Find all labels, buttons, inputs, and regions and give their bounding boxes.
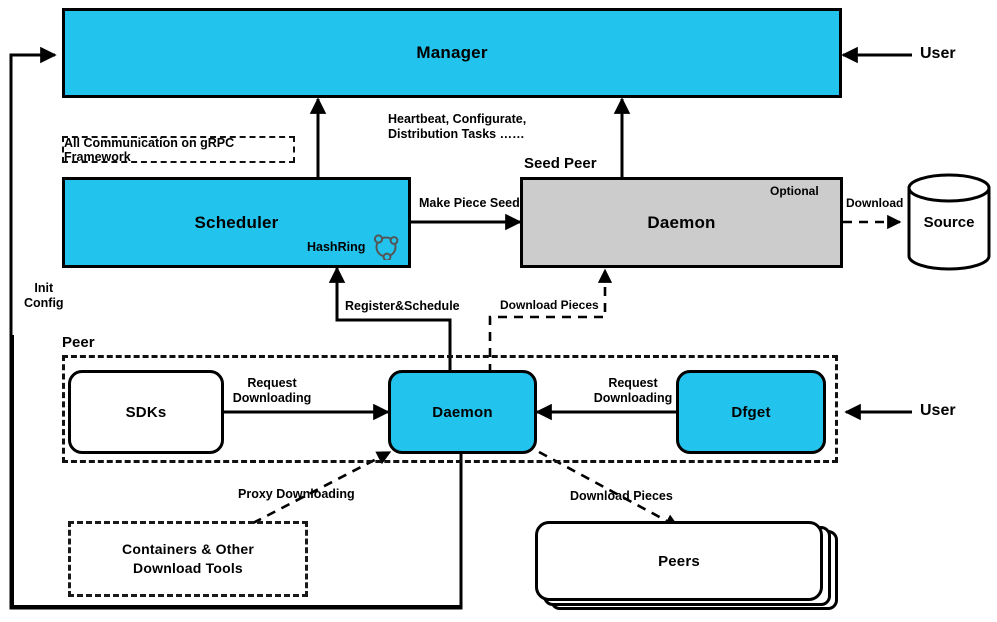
database-cylinder-icon — [907, 173, 991, 271]
init-config-rail — [11, 335, 461, 608]
node-peer-daemon-label: Daemon — [432, 403, 493, 421]
label-init-config: Init Config — [24, 281, 64, 311]
label-download-pieces-peers: Download Pieces — [570, 489, 673, 503]
node-peers[interactable]: Peers — [535, 521, 823, 601]
node-sdks-label: SDKs — [125, 403, 167, 421]
label-download-pieces-seedpeer: Download Pieces — [500, 298, 599, 312]
edge-download-pieces-seedpeer — [488, 268, 613, 373]
label-user-top: User — [920, 45, 956, 62]
optional-badge: Optional — [770, 184, 819, 198]
node-peers-label: Peers — [658, 552, 700, 570]
node-manager-label: Manager — [416, 43, 488, 62]
node-manager[interactable]: Manager — [62, 8, 842, 98]
node-source-label: Source — [923, 213, 975, 231]
label-register-schedule: Register&Schedule — [345, 299, 460, 313]
edge-proxy-downloading — [252, 450, 392, 525]
edge-init-config — [9, 46, 463, 610]
peer-group-label: Peer — [62, 334, 95, 351]
node-sdks[interactable]: SDKs — [68, 370, 224, 454]
label-proxy-downloading: Proxy Downloading — [238, 487, 355, 501]
node-scheduler[interactable]: Scheduler — [62, 177, 411, 268]
label-request-downloading-left: Request Downloading — [232, 376, 312, 406]
peer-group-frame — [62, 355, 838, 463]
node-containers-download-tools[interactable]: Containers & Other Download Tools — [68, 521, 308, 597]
label-download: Download — [846, 196, 904, 210]
node-dfget[interactable]: Dfget — [676, 370, 826, 454]
hashring-badge-label: HashRing — [307, 239, 366, 254]
label-user-right: User — [920, 402, 956, 419]
node-seed-peer-daemon[interactable]: Daemon — [520, 177, 843, 268]
node-peer-daemon[interactable]: Daemon — [388, 370, 537, 454]
edge-download-pieces-peers — [538, 450, 680, 529]
node-dfget-label: Dfget — [731, 403, 771, 421]
node-seed-peer-daemon-label: Daemon — [647, 212, 716, 232]
grpc-framework-note-label: All Communication on gRPC Framework — [64, 135, 235, 164]
label-heartbeat: Heartbeat, Configurate, Distribution Tas… — [388, 112, 527, 142]
grpc-framework-note: All Communication on gRPC Framework — [62, 135, 295, 164]
label-request-downloading-right: Request Downloading — [593, 376, 673, 406]
seed-peer-group-label: Seed Peer — [524, 155, 597, 172]
hashring-badge: HashRing — [307, 233, 401, 260]
edge-register-schedule — [328, 266, 452, 373]
node-source[interactable]: Source — [906, 173, 992, 271]
node-containers-download-tools-label: Containers & Other Download Tools — [122, 541, 254, 576]
hash-ring-icon — [374, 234, 399, 260]
node-scheduler-label: Scheduler — [194, 212, 279, 232]
label-make-piece-seed: Make Piece Seed — [419, 196, 520, 210]
